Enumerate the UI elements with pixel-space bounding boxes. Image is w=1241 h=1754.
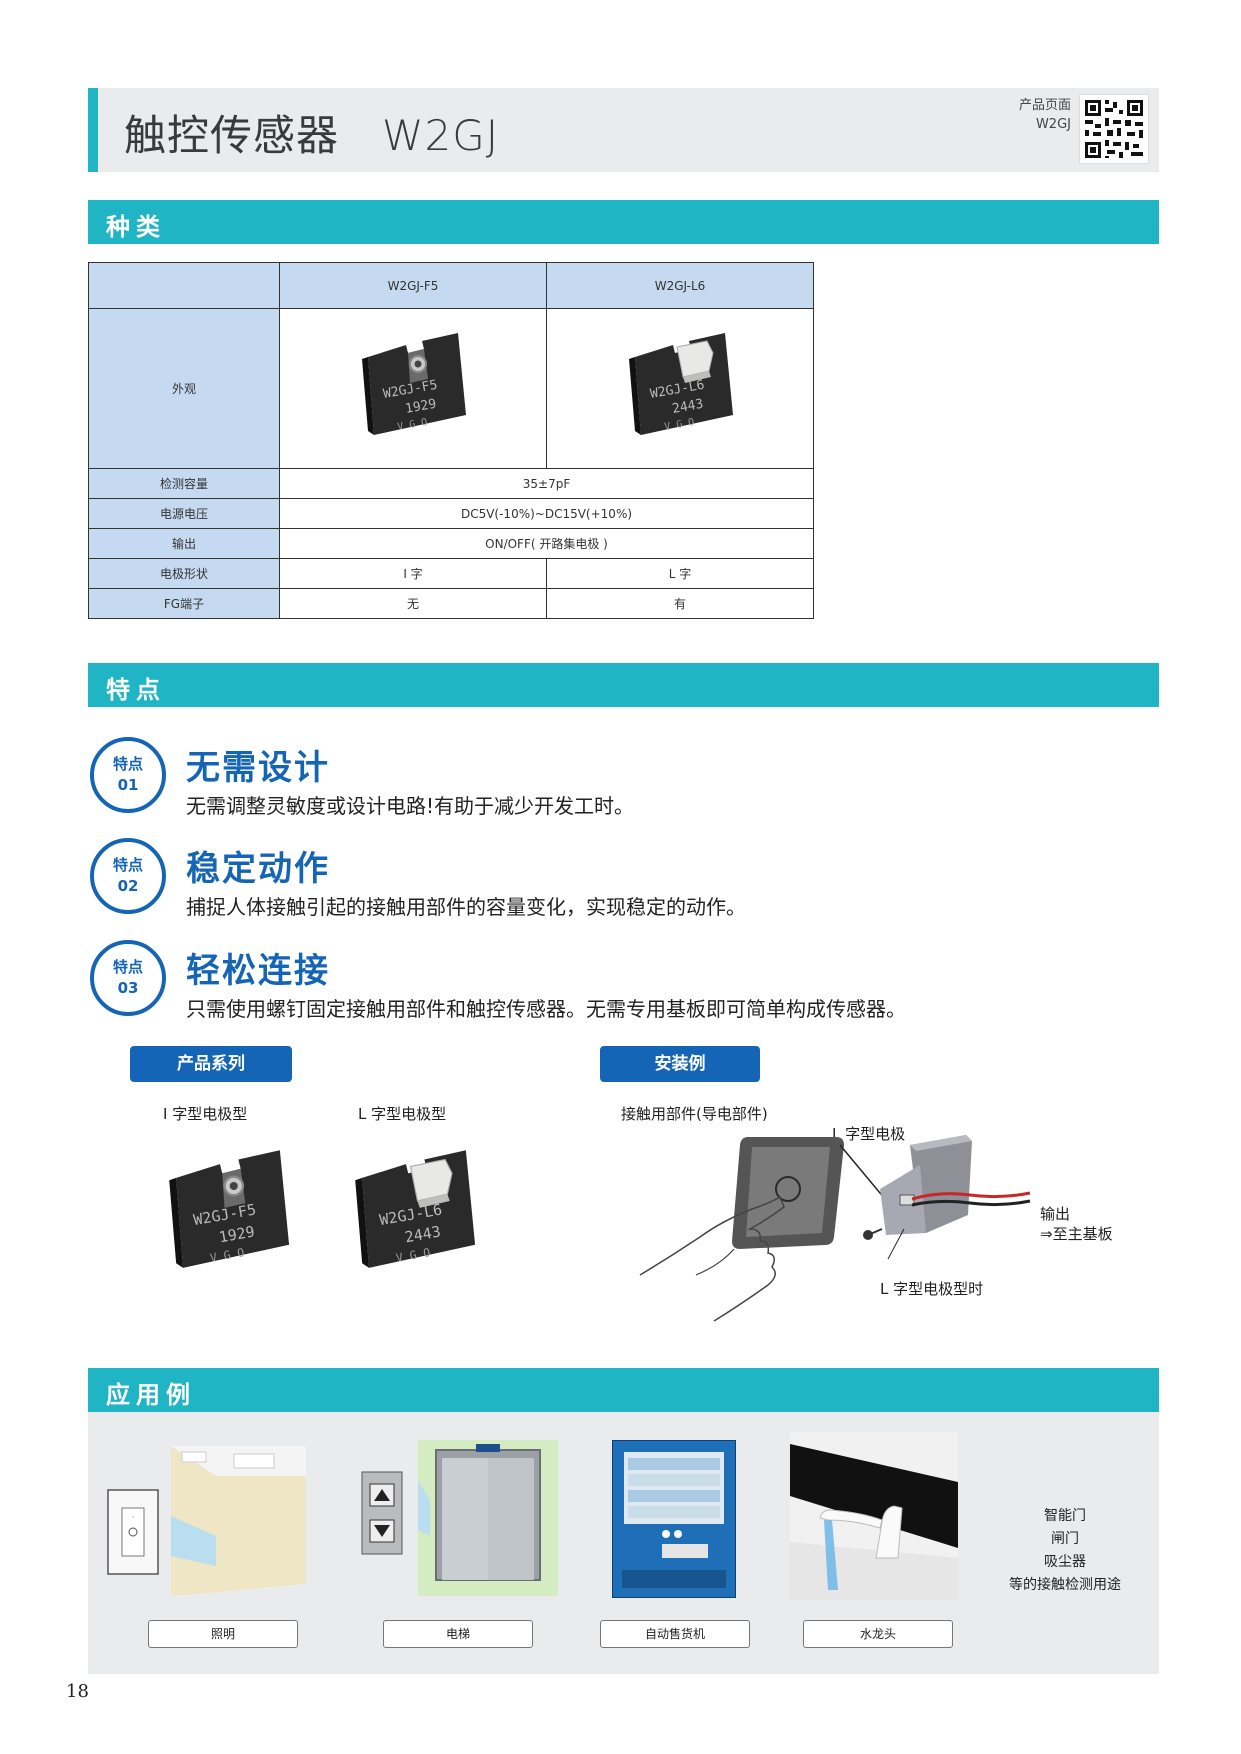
page-title: 触控传感器 W2GJ: [124, 111, 500, 160]
series-pill: 产品系列: [130, 1046, 292, 1082]
voltage-value: DC5V(-10%)~DC15V(+10%): [279, 498, 814, 529]
series-i-sensor-image: W2GJ-F5 1929 V G O: [169, 1150, 290, 1268]
spec-table: W2GJ-F5 W2GJ-L6 外观 W2GJ-F5 1929 V G O: [88, 262, 814, 619]
chip-date-f5: 1929: [404, 397, 437, 417]
other-applications: 智能门 闸门 吸尘器 等的接触检测用途: [990, 1505, 1140, 1597]
app-label-elevator: 电梯: [383, 1620, 533, 1648]
row-label-capacity: 检测容量: [88, 468, 280, 499]
section-applications-bar: 应用例: [88, 1368, 1159, 1412]
row-label-output: 输出: [88, 528, 280, 559]
other-app-smart-door: 智能门: [1044, 1508, 1086, 1524]
hand-icon: [639, 1195, 785, 1322]
other-app-contact-detection: 等的接触检测用途: [1009, 1577, 1121, 1593]
feature-title-03: 轻松连接: [186, 951, 330, 991]
col-header-l6: W2GJ-L6: [546, 262, 814, 309]
feature-badge-number: 01: [117, 776, 139, 794]
product-page-link[interactable]: 产品页面 W2GJ: [1019, 96, 1071, 134]
feature-badge-label: 特点: [112, 856, 143, 874]
page-number: 18: [66, 1681, 89, 1702]
vending-machine-image: [612, 1440, 736, 1598]
chip-bottom-f5: V G O: [397, 417, 429, 433]
series-chip-date-i: 1929: [218, 1222, 257, 1246]
sensor-l6-image: W2GJ-L6 2443 V G O: [629, 333, 733, 435]
install-to-mainboard-label: ⇒至主基板: [1040, 1225, 1113, 1243]
section-types-bar: 种类: [88, 200, 1159, 244]
electrode-value-f5: I 字: [279, 558, 547, 589]
section-applications-title: 应用例: [106, 1381, 196, 1409]
elevator-image: [361, 1440, 558, 1596]
electrode-value-l6: L 字: [546, 558, 814, 589]
row-label-electrode: 电极形状: [88, 558, 280, 589]
capacity-value: 35±7pF: [279, 468, 814, 499]
wire-red-icon: [911, 1191, 1031, 1201]
app-label-lighting: 照明: [148, 1620, 298, 1648]
wire-black-icon: [911, 1199, 1031, 1207]
feature-desc-03: 只需使用螺钉固定接触用部件和触控传感器。无需专用基板即可简单构成传感器。: [186, 997, 906, 1021]
output-value: ON/OFF( 开路集电极 ): [279, 528, 814, 559]
feature-badge-label: 特点: [112, 958, 143, 976]
qr-code-icon[interactable]: [1079, 94, 1149, 164]
app-label-vending: 自动售货机: [600, 1620, 750, 1648]
feature-title-01: 无需设计: [186, 748, 330, 788]
product-page-label: 产品页面: [1018, 98, 1071, 113]
header-accent-bar: [88, 88, 98, 172]
series-chip-date-l: 2443: [404, 1222, 443, 1246]
install-l-electrode-label: L 字型电极: [832, 1125, 906, 1143]
feature-desc-02: 捕捉人体接触引起的接触用部件的容量变化，实现稳定的动作。: [186, 895, 746, 919]
series-i-type-label: I 字型电极型: [163, 1105, 248, 1123]
sensor-f5-image: W2GJ-F5 1929 V G O: [362, 333, 466, 435]
section-features-bar: 特点: [88, 663, 1159, 707]
row-label-voltage: 电源电压: [88, 498, 280, 529]
install-l-type-case-label: L 字型电极型时: [880, 1280, 984, 1298]
row-label-fg: FG端子: [88, 588, 280, 619]
feature-desc-01: 无需调整灵敏度或设计电路!有助于减少开发工时。: [186, 794, 635, 818]
svg-text:·: ·: [132, 1513, 135, 1523]
col-header-f5: W2GJ-F5: [279, 262, 547, 309]
feature-badge-02: 特点 02: [90, 838, 166, 914]
feature-badge-number: 02: [117, 877, 139, 895]
series-l-type-label: L 字型电极型: [358, 1105, 447, 1123]
app-label-faucet: 水龙头: [803, 1620, 953, 1648]
lighting-image: ·: [107, 1446, 306, 1596]
other-app-gate: 闸门: [1051, 1531, 1079, 1547]
fg-value-f5: 无: [279, 588, 547, 619]
fg-value-l6: 有: [546, 588, 814, 619]
install-diagram: [639, 1135, 1031, 1322]
series-chip-bottom-i: V G O: [209, 1245, 246, 1265]
page-header: 触控传感器 W2GJ 产品页面 W2GJ: [88, 88, 1159, 172]
feature-badge-label: 特点: [112, 755, 143, 773]
section-types-title: 种类: [106, 213, 166, 241]
series-l-sensor-image: W2GJ-L6 2443 V G O: [355, 1150, 476, 1268]
row-label-appearance: 外观: [88, 308, 280, 469]
install-pill: 安装例: [600, 1046, 760, 1082]
feature-badge-number: 03: [117, 979, 139, 997]
product-page-model: W2GJ: [1035, 117, 1071, 132]
product-image-f5: W2GJ-F5 1929 V G O: [279, 308, 547, 469]
chip-bottom-l6: V G O: [664, 417, 696, 433]
faucet-image: [790, 1432, 958, 1600]
install-contact-part-label: 接触用部件(导电部件): [621, 1105, 768, 1123]
product-image-l6: W2GJ-L6 2443 V G O: [546, 308, 814, 469]
sensor-box-icon: [910, 1135, 972, 1233]
install-output-label: 输出: [1040, 1205, 1071, 1223]
other-app-vacuum: 吸尘器: [1044, 1554, 1086, 1570]
chip-date-l6: 2443: [671, 397, 704, 417]
feature-title-02: 稳定动作: [186, 849, 330, 889]
feature-badge-01: 特点 01: [90, 737, 166, 813]
feature-badge-03: 特点 03: [90, 940, 166, 1016]
table-corner-cell: [88, 262, 280, 309]
section-features-title: 特点: [106, 676, 166, 704]
series-chip-bottom-l: V G O: [395, 1245, 432, 1265]
